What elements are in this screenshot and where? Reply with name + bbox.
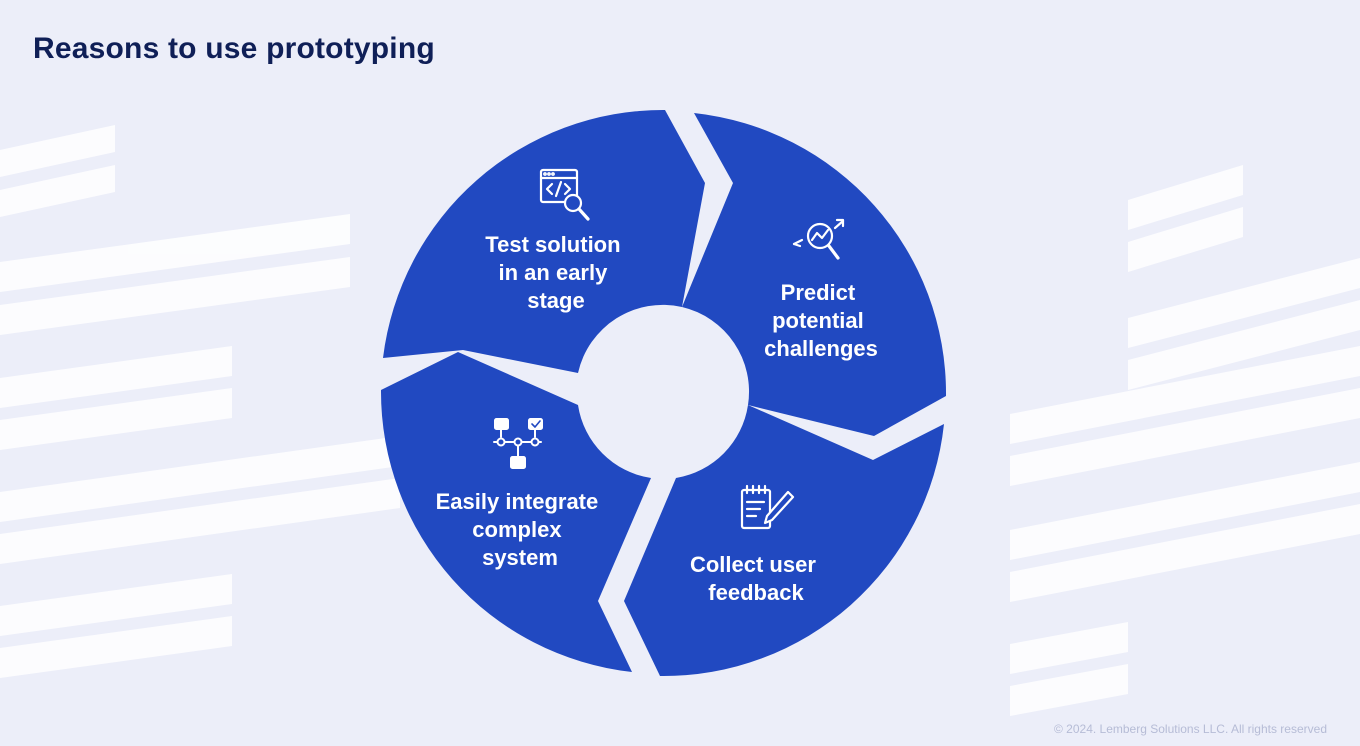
segment-label-line: complex [472,517,562,542]
notepad-pencil-icon [740,484,795,530]
node-network-icon [493,418,543,469]
segment-integrate-system: Easily integrate complex system [380,352,651,672]
stripe [0,165,115,217]
segment-label-line: Test solution [485,232,620,257]
stripe [0,214,350,292]
segment-label-line: Easily integrate [436,489,599,514]
segment-label-line: system [482,545,558,570]
copyright-footer: © 2024. Lemberg Solutions LLC. All right… [1054,722,1327,736]
stripe [0,478,400,564]
trend-magnifier-icon [792,218,845,260]
segment-collect-feedback: Collect user feedback [624,405,944,677]
stripe [0,574,232,636]
segment-label: Predict potential challenges [764,280,878,361]
segment-label-line: challenges [764,336,878,361]
stripe [1010,622,1128,674]
stripe [0,616,232,678]
stripe [1010,664,1128,716]
stripe [0,436,400,522]
segment-label-line: Collect user [690,552,816,577]
segment-shape [682,113,947,436]
segment-label: Test solution in an early stage [485,232,626,313]
segment-label-line: potential [772,308,864,333]
segment-label-line: stage [527,288,584,313]
page-title: Reasons to use prototyping [33,32,435,65]
code-window-search-icon [539,168,590,221]
segment-label-line: Predict [781,280,856,305]
stripe [1128,165,1243,230]
segment-shape [380,352,651,672]
stripe [1010,504,1360,602]
stripe [1010,388,1360,486]
segment-test-solution: Test solution in an early stage [383,109,705,373]
segment-label: Easily integrate complex system [436,489,605,570]
segment-label: Collect user feedback [690,552,822,605]
segment-shape [383,109,705,373]
segment-shape [624,405,944,677]
stripe [1010,462,1360,560]
stripe [0,388,232,450]
stripe [1128,207,1243,272]
stripe [1128,300,1360,390]
stripe [0,257,350,335]
stripe [0,346,232,408]
stripe [0,125,115,177]
stripe [1010,346,1360,444]
segment-label-line: feedback [708,580,804,605]
segment-label-line: in an early [499,260,609,285]
stripe [1128,258,1360,348]
segment-predict-challenges: Predict potential challenges [682,113,947,436]
